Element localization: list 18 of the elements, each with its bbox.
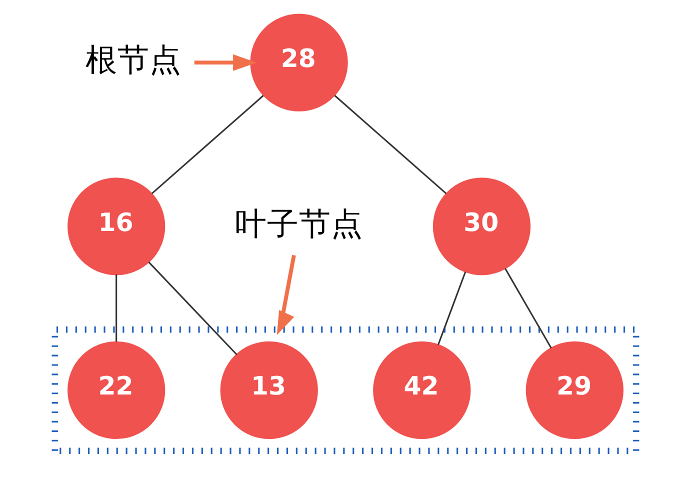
node-circle: 13 xyxy=(220,341,318,440)
connector xyxy=(151,94,264,194)
node-circle: 29 xyxy=(526,341,624,440)
connector xyxy=(148,262,238,356)
node-circle: 16 xyxy=(68,178,166,276)
connector xyxy=(504,268,552,348)
arrow xyxy=(276,254,296,335)
node-circle: 28 xyxy=(250,14,348,112)
cluster xyxy=(52,326,640,454)
connector xyxy=(116,274,118,342)
node-text: 叶子节点 xyxy=(235,206,364,242)
node-text: 根节点 xyxy=(86,42,182,78)
node-circle: 42 xyxy=(373,341,471,440)
connector xyxy=(437,272,466,346)
node-circle: 22 xyxy=(68,341,166,440)
connector xyxy=(334,94,447,194)
node-circle: 30 xyxy=(432,178,531,276)
arrow xyxy=(194,54,257,71)
